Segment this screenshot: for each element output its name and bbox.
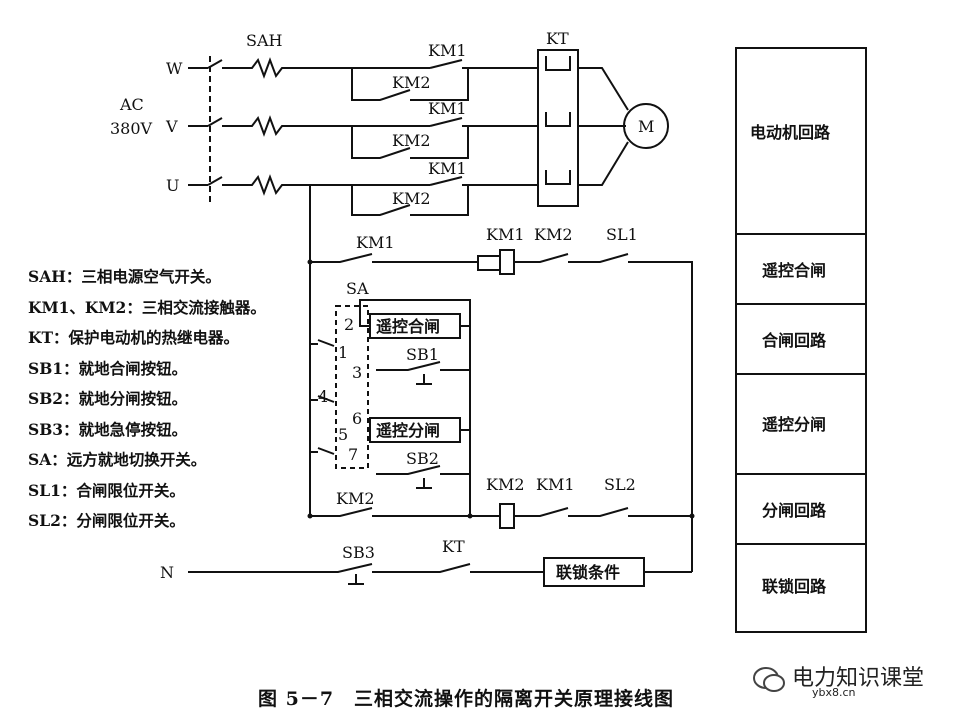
remote-close-box-label: 遥控合闸 [376, 317, 440, 336]
label-km1-coil: KM1 [486, 225, 525, 244]
label-v: V [165, 117, 178, 136]
label-km2-w: KM2 [392, 73, 431, 92]
legend-item: SB3：就地急停按钮。 [28, 419, 188, 439]
label-neutral: N [160, 563, 174, 582]
remote-open-box-label: 遥控分闸 [376, 421, 440, 440]
legend-item: KM1、KM2：三相交流接触器。 [28, 297, 266, 317]
interlock-box-label: 联锁条件 [556, 563, 620, 582]
legend-item: SB2：就地分闸按钮。 [28, 389, 188, 408]
legend-item: KT：保护电动机的热继电器。 [28, 328, 240, 347]
label-motor: M [638, 117, 654, 136]
label-km1-w: KM1 [428, 41, 467, 60]
legend-item: SL1：合闸限位开关。 [28, 480, 185, 500]
label-sl1: SL1 [606, 225, 638, 244]
figure-caption: 图 5－7 三相交流操作的隔离开关原理接线图 [258, 688, 675, 710]
legend: SAH：三相电源空气开关。 KM1、KM2：三相交流接触器。 KT：保护电动机的… [28, 262, 266, 537]
label-sah: SAH [246, 31, 283, 50]
sa-terminal-5: 5 [338, 425, 348, 444]
label-km2-close: KM2 [534, 225, 573, 244]
section-close-circuit: 合闸回路 [762, 331, 827, 350]
legend-item: SAH：三相电源空气开关。 [28, 267, 221, 286]
section-remote-open: 遥控分闸 [762, 415, 826, 434]
legend-item: SA：远方就地切换开关。 [28, 450, 207, 469]
label-km1-aux: KM1 [356, 233, 395, 252]
label-kt-ctrl: KT [442, 537, 465, 556]
label-kt-top: KT [546, 29, 569, 48]
label-u: U [166, 176, 179, 195]
kt-relay-box [537, 49, 579, 207]
label-sb1: SB1 [406, 345, 439, 364]
legend-item: SL2：分闸限位开关。 [28, 511, 185, 530]
wechat-icon [753, 667, 785, 692]
label-sl2: SL2 [604, 475, 636, 494]
motor [623, 103, 669, 149]
watermark-url: ybx8.cn [812, 686, 856, 699]
section-open-circuit: 分闸回路 [762, 501, 827, 520]
line-w [188, 57, 430, 79]
label-voltage: 380V [110, 119, 153, 138]
section-remote-close: 遥控合闸 [762, 261, 826, 280]
section-panel [735, 47, 867, 633]
label-ac: AC [119, 95, 144, 114]
label-sb3: SB3 [342, 543, 375, 562]
sa-terminal-1: 1 [338, 343, 348, 362]
watermark-text: 电力知识课堂 [792, 666, 925, 691]
section-interlock-circuit: 联锁回路 [762, 577, 827, 596]
label-sb2: SB2 [406, 449, 439, 468]
label-km2-u: KM2 [392, 189, 431, 208]
line-v [188, 115, 430, 137]
sa-terminal-4: 4 [318, 387, 328, 406]
label-km2-coil: KM2 [486, 475, 525, 494]
label-km1-open: KM1 [536, 475, 575, 494]
label-km2-aux: KM2 [336, 489, 375, 508]
label-w: W [166, 59, 183, 78]
sa-terminal-3: 3 [352, 363, 362, 382]
sa-terminal-7: 7 [348, 445, 358, 464]
label-km1-v: KM1 [428, 99, 467, 118]
label-km2-v: KM2 [392, 131, 431, 150]
line-u [188, 174, 430, 196]
sa-terminal-2: 2 [344, 315, 354, 334]
label-sa: SA [346, 279, 369, 298]
label-km1-u: KM1 [428, 159, 467, 178]
sa-terminal-6: 6 [352, 409, 362, 428]
watermark: 电力知识课堂 ybx8.cn [752, 660, 952, 700]
legend-item: SB1：就地合闸按钮。 [28, 358, 188, 378]
section-motor-circuit: 电动机回路 [750, 123, 831, 142]
sa-switch-box [335, 305, 369, 469]
